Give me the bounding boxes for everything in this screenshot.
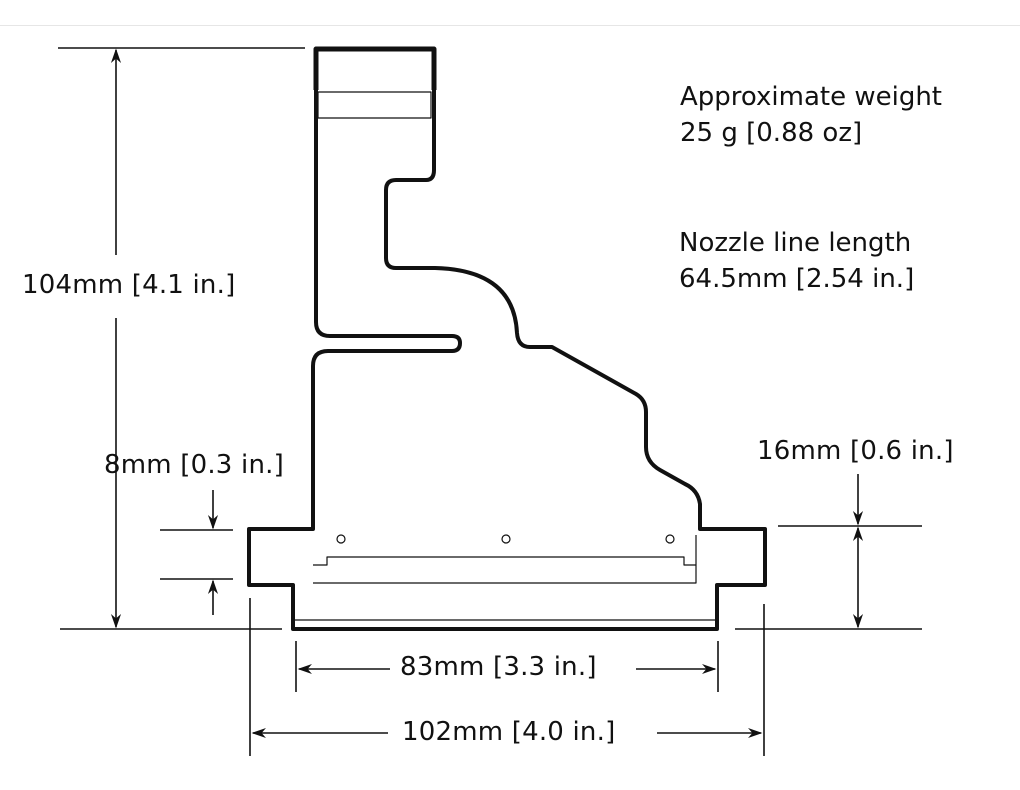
top-bar (0, 0, 1020, 26)
overall-width-label: 102mm [4.0 in.] (402, 717, 616, 747)
body-outline (247, 90, 767, 631)
nozzle-plate (313, 535, 697, 584)
alignment-hole-right (665, 534, 675, 544)
dimension-lines (58, 47, 922, 756)
nozzle-label: Nozzle line length (679, 228, 912, 258)
nozzle-value: 64.5mm [2.54 in.] (679, 264, 915, 294)
connector-cap (313, 46, 437, 90)
alignment-hole-left (336, 534, 346, 544)
height-dimension-label: 104mm [4.1 in.] (22, 270, 236, 300)
flange-thickness-label: 8mm [0.3 in.] (104, 450, 284, 480)
flange-offset-label: 16mm [0.6 in.] (757, 436, 954, 466)
connector-window (317, 91, 432, 119)
weight-value: 25 g [0.88 oz] (680, 118, 863, 148)
alignment-hole-center (501, 534, 511, 544)
printhead-outline (247, 46, 767, 631)
weight-label: Approximate weight (680, 82, 943, 112)
base-width-label: 83mm [3.3 in.] (400, 652, 597, 682)
